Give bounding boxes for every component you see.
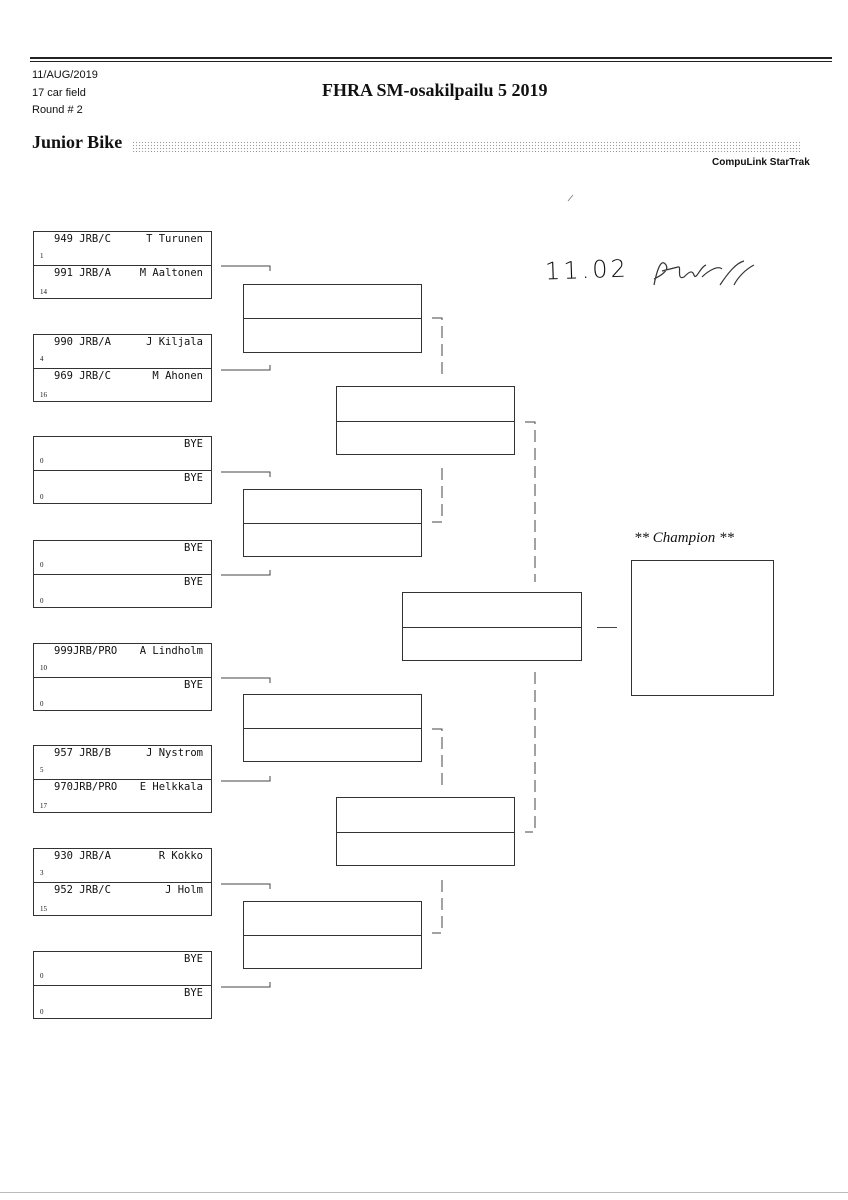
champion-label: ** Champion ** bbox=[634, 530, 735, 546]
entry-seed: 1 bbox=[40, 252, 44, 260]
entry-seed: 5 bbox=[40, 766, 44, 774]
entry-name: R Kokko bbox=[158, 850, 203, 862]
field-size: 17 car field bbox=[32, 87, 86, 99]
entry-seed: 14 bbox=[40, 288, 47, 296]
entry-seed: 16 bbox=[40, 391, 47, 399]
entry-name: BYE bbox=[184, 953, 203, 965]
event-date: 11/AUG/2019 bbox=[32, 69, 98, 81]
round2-match-2 bbox=[243, 489, 422, 557]
entry-pair-2: 990 JRB/A J Kiljala 4 969 JRB/C M Ahonen 16 bbox=[33, 334, 212, 402]
entry-name: M Ahonen bbox=[152, 370, 203, 382]
round3-match-2 bbox=[336, 797, 515, 866]
entry-name: BYE bbox=[184, 987, 203, 999]
entry-name: J Nystrom bbox=[146, 747, 203, 759]
entry-name: BYE bbox=[184, 679, 203, 691]
event-title: FHRA SM-osakilpailu 5 2019 bbox=[322, 80, 548, 100]
entry-name: BYE bbox=[184, 542, 203, 554]
entry-number: 970JRB/PRO bbox=[54, 781, 118, 793]
entry-name: T Turunen bbox=[146, 233, 203, 245]
entry-name: J Holm bbox=[165, 884, 203, 896]
entry-seed: 0 bbox=[40, 561, 44, 569]
entry-number: 957 JRB/B bbox=[54, 747, 111, 759]
entry-seed: 0 bbox=[40, 972, 44, 980]
top-rule bbox=[30, 57, 832, 59]
entry-number: 990 JRB/A bbox=[54, 336, 111, 348]
champion-box bbox=[631, 560, 774, 696]
entry-seed: 0 bbox=[40, 700, 44, 708]
entry-seed: 15 bbox=[40, 905, 47, 913]
entry-seed: 0 bbox=[40, 457, 44, 465]
round-number: Round # 2 bbox=[32, 104, 83, 116]
entry-seed: 10 bbox=[40, 664, 47, 672]
dotted-leader bbox=[132, 141, 800, 152]
bottom-rule bbox=[0, 1192, 848, 1193]
entry-pair-6: 957 JRB/B J Nystrom 5 970JRB/PRO E Helkkala 1… bbox=[33, 745, 212, 813]
entry-number: 930 JRB/A bbox=[54, 850, 111, 862]
round3-match-1 bbox=[336, 386, 515, 455]
entry-seed: 4 bbox=[40, 355, 44, 363]
top-rule-thin bbox=[30, 61, 832, 62]
entry-seed: 0 bbox=[40, 1008, 44, 1016]
entry-seed: 17 bbox=[40, 802, 47, 810]
entry-pair-1: 949 JRB/C T Turunen 1 991 JRB/A M Aaltonen 14 bbox=[33, 231, 212, 299]
entry-name: BYE bbox=[184, 576, 203, 588]
handwritten-signature-icon bbox=[653, 260, 755, 286]
entry-name: BYE bbox=[184, 438, 203, 450]
entry-number: 999JRB/PRO bbox=[54, 645, 118, 657]
round2-match-4 bbox=[243, 901, 422, 969]
handwritten-time: 11.02 bbox=[544, 254, 630, 286]
round2-match-3 bbox=[243, 694, 422, 762]
entry-seed: 3 bbox=[40, 869, 44, 877]
pen-mark-icon bbox=[567, 194, 574, 202]
entry-number: 969 JRB/C bbox=[54, 370, 111, 382]
software-brand: CompuLink StarTrak bbox=[712, 157, 810, 168]
final-to-champion-line bbox=[597, 627, 617, 628]
round2-match-1 bbox=[243, 284, 422, 353]
entry-number: 991 JRB/A bbox=[54, 267, 111, 279]
entry-name: J Kiljala bbox=[146, 336, 203, 348]
entry-name: BYE bbox=[184, 472, 203, 484]
entry-seed: 0 bbox=[40, 493, 44, 501]
entry-number: 949 JRB/C bbox=[54, 233, 111, 245]
class-name: Junior Bike bbox=[32, 132, 123, 152]
entry-name: M Aaltonen bbox=[139, 267, 203, 279]
entry-number: 952 JRB/C bbox=[54, 884, 111, 896]
entry-name: A Lindholm bbox=[139, 645, 203, 657]
entry-pair-7: 930 JRB/A R Kokko 3 952 JRB/C J Holm 15 bbox=[33, 848, 212, 916]
entry-seed: 0 bbox=[40, 597, 44, 605]
entry-name: E Helkkala bbox=[139, 781, 203, 793]
final-match bbox=[402, 592, 582, 661]
